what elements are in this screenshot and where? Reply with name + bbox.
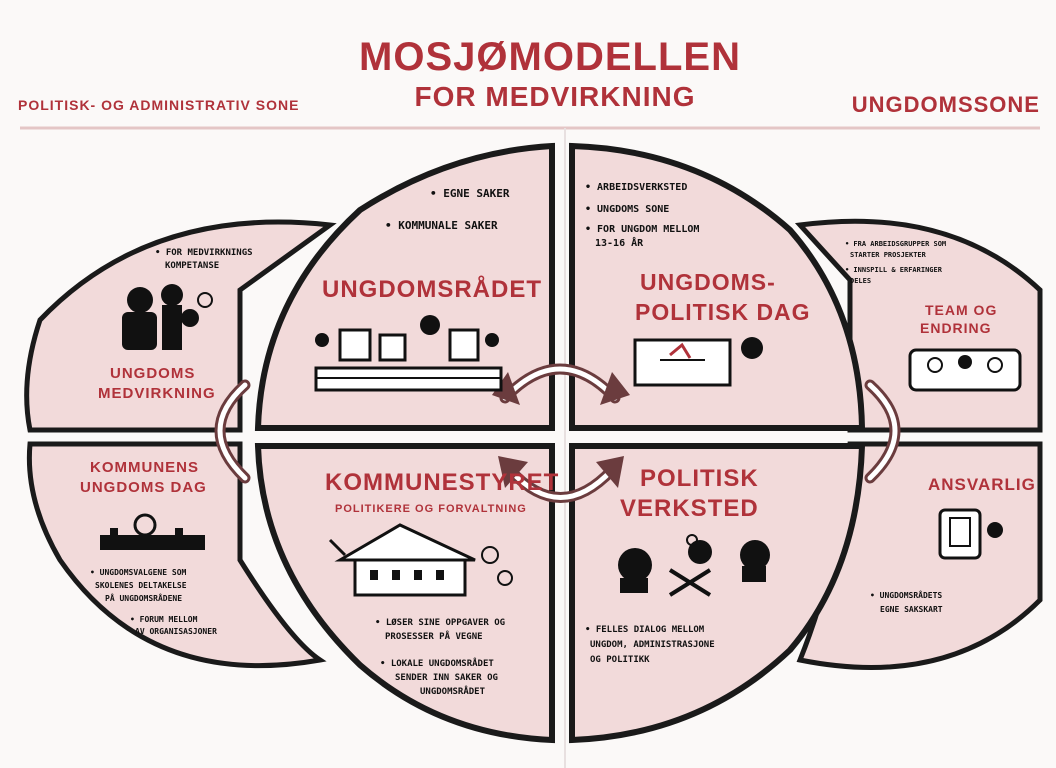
pv-bullet-3: OG POLITIKK xyxy=(590,655,650,665)
ks-bullet-3: • LOKALE UNGDOMSRÅDET xyxy=(380,658,494,669)
ks-bullet-5: UNGDOMSRÅDET xyxy=(420,686,486,697)
lb-bullet-4: • FORUM MELLOM xyxy=(130,615,198,624)
lt-bullet-2: KOMPETANSE xyxy=(165,261,219,271)
right-zone-label: UNGDOMSSONE xyxy=(852,92,1040,117)
lb-bullet-3: PÅ UNGDOMSRÅDENE xyxy=(105,593,182,603)
ks-subtitle: POLITIKERE OG FORVALTNING xyxy=(335,503,527,515)
ks-bullet-4: SENDER INN SAKER OG xyxy=(395,673,498,683)
lt-title-2: MEDVIRKNING xyxy=(98,385,216,402)
pv-bullet-2: UNGDOM, ADMINISTRASJONE xyxy=(590,640,715,650)
cycle-arrowhead-right xyxy=(600,372,630,405)
upd-title-1: UNGDOMS- xyxy=(640,269,776,295)
lb-title-2: UNGDOMS DAG xyxy=(80,479,207,496)
rt-bullet-2: STARTER PROSJEKTER xyxy=(850,251,927,259)
rt-title-1: TEAM OG xyxy=(925,302,997,318)
rb-bullet-2: EGNE SAKSKART xyxy=(880,605,943,614)
lt-title-1: UNGDOMS xyxy=(110,365,195,382)
rt-bullet-1: • FRA ARBEIDSGRUPPER SOM xyxy=(845,240,946,248)
left-zone-label: POLITISK- OG ADMINISTRATIV SONE xyxy=(18,97,299,113)
ks-bullet-1: • LØSER SINE OPPGAVER OG xyxy=(375,617,505,628)
discussion-illustration xyxy=(618,534,770,597)
rb-title: ANSVARLIG xyxy=(928,475,1036,494)
quadrant-politisk-verksted xyxy=(569,443,866,744)
rt-bullet-4: DELES xyxy=(850,277,871,285)
upd-title-2: POLITISK DAG xyxy=(635,299,811,325)
town-hall-illustration xyxy=(328,523,513,597)
upd-bullet-3: • FOR UNGDOM MELLOM xyxy=(585,224,699,235)
ur-bullet-2: • KOMMUNALE SAKER xyxy=(385,219,498,232)
rt-bullet-3: • INNSPILL & ERFARINGER xyxy=(845,266,943,274)
team-table-illustration xyxy=(908,348,1022,392)
panel-left-bottom xyxy=(26,441,327,669)
ur-bullet-1: • EGNE SAKER xyxy=(430,187,510,200)
upd-bullet-4: 13-16 ÅR xyxy=(595,236,644,249)
lb-bullet-5: AV ORGANISASJONER xyxy=(135,627,217,636)
main-title: MOSJØMODELLEN xyxy=(359,35,741,79)
rt-title-2: ENDRING xyxy=(920,320,992,336)
meeting-table-illustration xyxy=(314,315,503,392)
pv-title-2: VERKSTED xyxy=(620,495,759,522)
ur-title: UNGDOMSRÅDET xyxy=(322,275,542,303)
lt-bullet-1: • FOR MEDVIRKNINGS xyxy=(155,248,253,258)
lb-title-1: KOMMUNENS xyxy=(90,459,199,476)
rb-bullet-1: • UNGDOMSRÅDETS xyxy=(870,590,942,600)
cycle-arrowhead-left xyxy=(492,372,520,405)
pv-bullet-1: • FELLES DIALOG MELLOM xyxy=(585,625,705,635)
flipchart-illustration xyxy=(633,337,763,387)
ks-bullet-2: PROSESSER PÅ VEGNE xyxy=(385,631,483,642)
lb-bullet-2: SKOLENES DELTAKELSE xyxy=(95,581,187,590)
ballot-illustration xyxy=(100,513,205,550)
lb-bullet-1: • UNGDOMSVALGENE SOM xyxy=(90,568,187,577)
people-illustration xyxy=(122,284,213,350)
upd-bullet-1: • ARBEIDSVERKSTED xyxy=(585,182,687,193)
phone-illustration xyxy=(938,508,1003,560)
main-subtitle: FOR MEDVIRKNING xyxy=(415,81,696,112)
ks-title: KOMMUNESTYRET xyxy=(325,469,559,496)
pv-title-1: POLITISK xyxy=(640,465,759,492)
upd-bullet-2: • UNGDOMS SONE xyxy=(585,204,669,215)
